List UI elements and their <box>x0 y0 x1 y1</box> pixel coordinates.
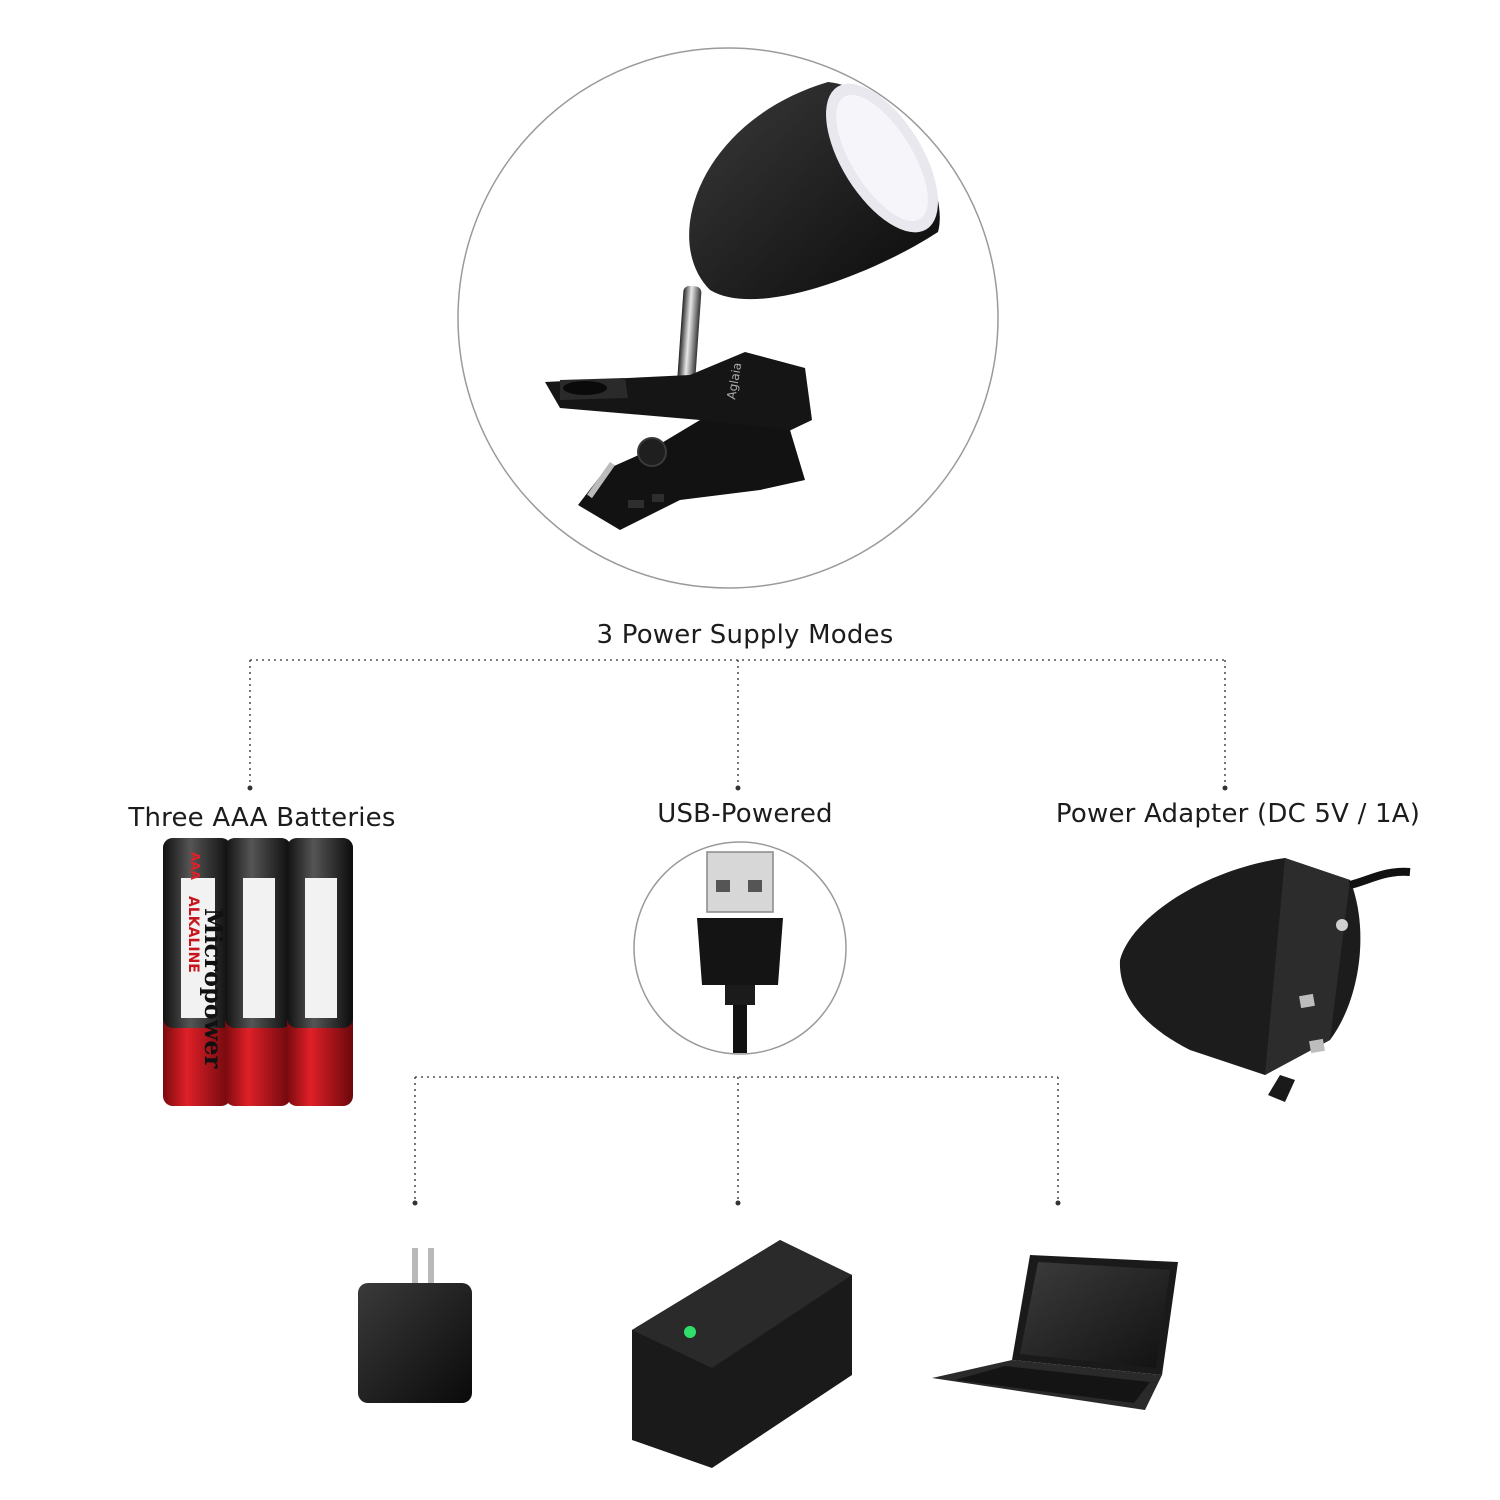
mode-label-adapter: Power Adapter (DC 5V / 1A) <box>1055 799 1421 829</box>
usb-source-connectors <box>414 1076 1059 1201</box>
usb-frame-circle <box>633 841 847 1055</box>
mode-label-usb: USB-Powered <box>657 799 833 829</box>
mode-connectors <box>249 659 1226 786</box>
wall-charger-image <box>358 1248 472 1403</box>
connector-endpoints <box>247 785 1228 791</box>
clip-lamp-image: Aglaia <box>545 82 940 530</box>
laptop-image <box>932 1255 1178 1410</box>
battery-brand: Micropower <box>199 908 228 1069</box>
aaa-batteries-image: Micropower ALKALINE AAA <box>163 838 353 1106</box>
usb-source-endpoints <box>412 1200 1061 1206</box>
brand-mark: Aglaia <box>724 361 744 400</box>
power-bank-image <box>632 1240 852 1468</box>
battery-size: AAA <box>188 852 202 881</box>
power-adapter-image <box>1119 858 1411 1102</box>
battery-type: ALKALINE <box>185 896 201 973</box>
lamp-frame-circle <box>457 47 999 589</box>
power-bank-indicator <box>684 1326 696 1338</box>
mode-label-batteries: Three AAA Batteries <box>128 803 396 833</box>
diagram-title: 3 Power Supply Modes <box>596 620 894 650</box>
usb-plug-image <box>697 851 783 1053</box>
